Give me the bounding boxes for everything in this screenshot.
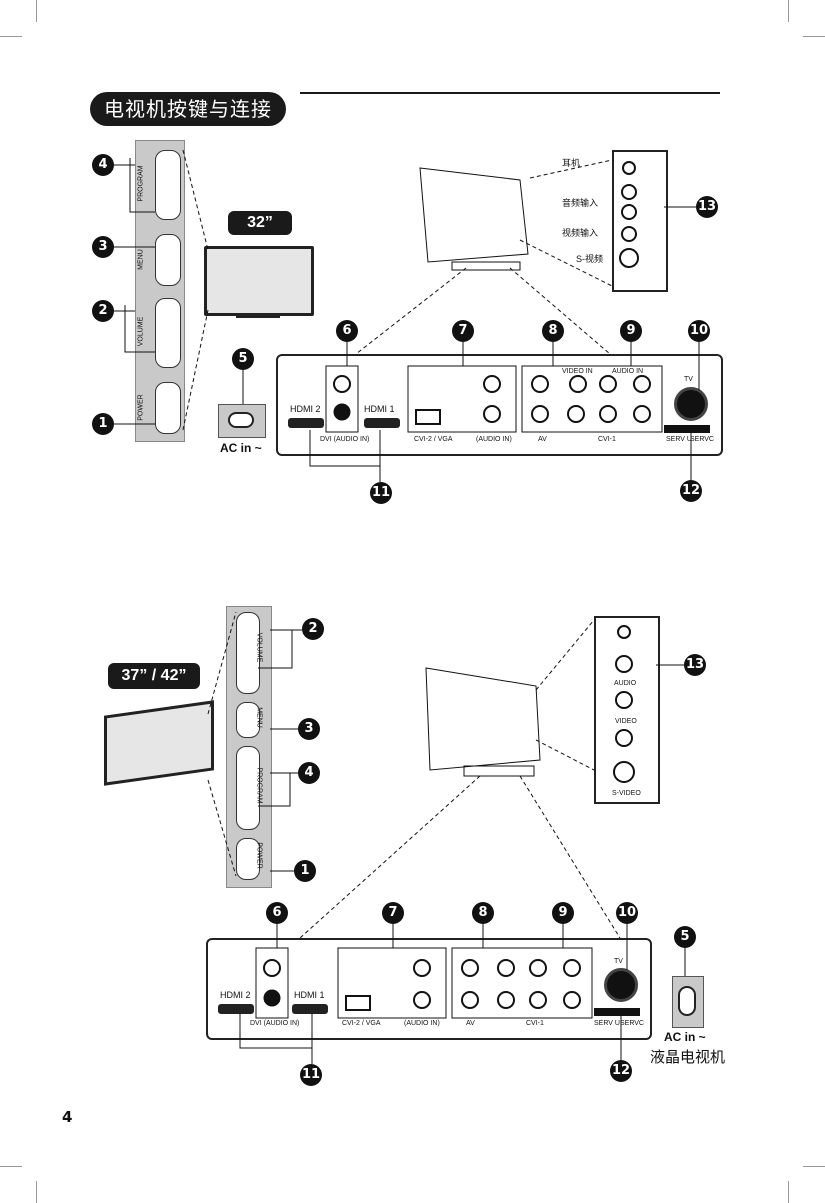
side-panel-42 xyxy=(594,616,660,804)
callout-7-bottom: 7 xyxy=(382,902,404,924)
serv-u-label-32: SERV U xyxy=(666,436,692,443)
crop-mark xyxy=(803,1166,825,1167)
model-size-32: 32” xyxy=(228,211,292,235)
ac-socket-inner-32 xyxy=(228,412,254,428)
servc-label-42: SERVC xyxy=(620,1020,644,1027)
crop-mark xyxy=(788,0,789,22)
callout-10-bottom: 10 xyxy=(616,902,638,924)
callout-3: 3 xyxy=(92,236,114,258)
video-label-en: VIDEO xyxy=(615,718,637,725)
callout-2: 2 xyxy=(92,300,114,322)
callout-5-top: 5 xyxy=(232,348,254,370)
crop-mark xyxy=(0,1166,22,1167)
audio-in-paren-label-32: (AUDIO IN) xyxy=(476,436,512,443)
callout-6-bottom: 6 xyxy=(266,902,288,924)
cvi2-vga-label-32: CVI-2 / VGA xyxy=(414,436,453,443)
s-video-label-en: S-VIDEO xyxy=(612,790,641,797)
hdmi2-port-32 xyxy=(288,418,324,428)
tv-stand-32 xyxy=(236,314,280,318)
callout-3-bottom: 3 xyxy=(298,718,320,740)
tv-antenna-port-42 xyxy=(604,968,638,1002)
hdmi1-label-32: HDMI 1 xyxy=(364,404,395,414)
ac-socket-inner-42 xyxy=(678,986,696,1016)
callout-7-top: 7 xyxy=(452,320,474,342)
menu-button-42[interactable] xyxy=(236,702,260,738)
audio-label-en: AUDIO xyxy=(614,680,637,687)
title-rule xyxy=(300,92,720,94)
hdmi2-label-32: HDMI 2 xyxy=(290,404,321,414)
crop-mark xyxy=(0,36,22,37)
callout-9-bottom: 9 xyxy=(552,902,574,924)
video-in-label-cn: 视频输入 xyxy=(562,228,599,238)
hdmi1-label-42: HDMI 1 xyxy=(294,990,325,1000)
callout-4-bottom: 4 xyxy=(298,762,320,784)
dvi-audio-label-42: DVI (AUDIO IN) xyxy=(250,1020,300,1027)
power-button-32[interactable] xyxy=(155,382,181,434)
tv-antenna-port-32 xyxy=(674,387,708,421)
serv-bar-32 xyxy=(664,425,710,433)
callout-2-bottom: 2 xyxy=(302,618,324,640)
callout-9-top: 9 xyxy=(620,320,642,342)
power-button-42[interactable] xyxy=(236,838,260,880)
crop-mark xyxy=(36,0,37,22)
page-number: 4 xyxy=(62,1108,73,1126)
av-label-32: AV xyxy=(538,436,547,443)
callout-13-bottom: 13 xyxy=(684,654,706,676)
ac-in-label-42: AC in ~ xyxy=(664,1030,706,1044)
audio-in-paren-label-42: (AUDIO IN) xyxy=(404,1020,440,1027)
audio-in-label-cn: 音频输入 xyxy=(562,198,599,208)
callout-1: 1 xyxy=(92,413,114,435)
callout-1-bottom: 1 xyxy=(294,860,316,882)
callout-13-top: 13 xyxy=(696,196,718,218)
volume-button-42[interactable] xyxy=(236,612,260,694)
crop-mark xyxy=(36,1181,37,1203)
page-title: 电视机按键与连接 xyxy=(90,92,286,126)
callout-10-top: 10 xyxy=(688,320,710,342)
program-button-42[interactable] xyxy=(236,746,260,830)
rear-panel-42 xyxy=(206,938,652,1040)
audio-in-label-32: AUDIO IN xyxy=(612,368,644,375)
callout-12-bottom: 12 xyxy=(610,1060,632,1082)
callout-5-bottom: 5 xyxy=(674,926,696,948)
tv-label-42: TV xyxy=(614,958,623,965)
hdmi2-port-42 xyxy=(218,1004,254,1014)
crop-mark xyxy=(788,1181,789,1203)
tv-label-32: TV xyxy=(684,376,693,383)
serv-u-label-42: SERV U xyxy=(594,1020,620,1027)
s-video-label-cn: S-视频 xyxy=(576,254,604,264)
servc-label-32: SERVC xyxy=(690,436,714,443)
callout-6-top: 6 xyxy=(336,320,358,342)
video-in-label-32: VIDEO IN xyxy=(562,368,593,375)
rear-panel-32 xyxy=(276,354,723,456)
serv-bar-42 xyxy=(594,1008,640,1016)
callout-12-top: 12 xyxy=(680,480,702,502)
headphone-label-cn: 耳机 xyxy=(562,158,581,168)
cvi1-label-42: CVI-1 xyxy=(526,1020,544,1027)
side-panel-32 xyxy=(612,150,668,292)
menu-button-32[interactable] xyxy=(155,234,181,286)
cvi1-label-32: CVI-1 xyxy=(598,436,616,443)
model-size-42: 37” / 42” xyxy=(108,663,200,689)
footer-label: 液晶电视机 xyxy=(650,1048,726,1066)
callout-11-top: 11 xyxy=(370,482,392,504)
crop-mark xyxy=(803,36,825,37)
ac-in-label-32: AC in ~ xyxy=(220,441,262,455)
hdmi2-label-42: HDMI 2 xyxy=(220,990,251,1000)
callout-8-bottom: 8 xyxy=(472,902,494,924)
hdmi1-port-32 xyxy=(364,418,400,428)
av-label-42: AV xyxy=(466,1020,475,1027)
callout-4: 4 xyxy=(92,154,114,176)
callout-11-bottom: 11 xyxy=(300,1064,322,1086)
tv-front-32 xyxy=(204,246,314,316)
volume-button-32[interactable] xyxy=(155,298,181,368)
dvi-audio-label-32: DVI (AUDIO IN) xyxy=(320,436,370,443)
cvi2-vga-label-42: CVI-2 / VGA xyxy=(342,1020,381,1027)
callout-8-top: 8 xyxy=(542,320,564,342)
program-button-32[interactable] xyxy=(155,150,181,220)
hdmi1-port-42 xyxy=(292,1004,328,1014)
